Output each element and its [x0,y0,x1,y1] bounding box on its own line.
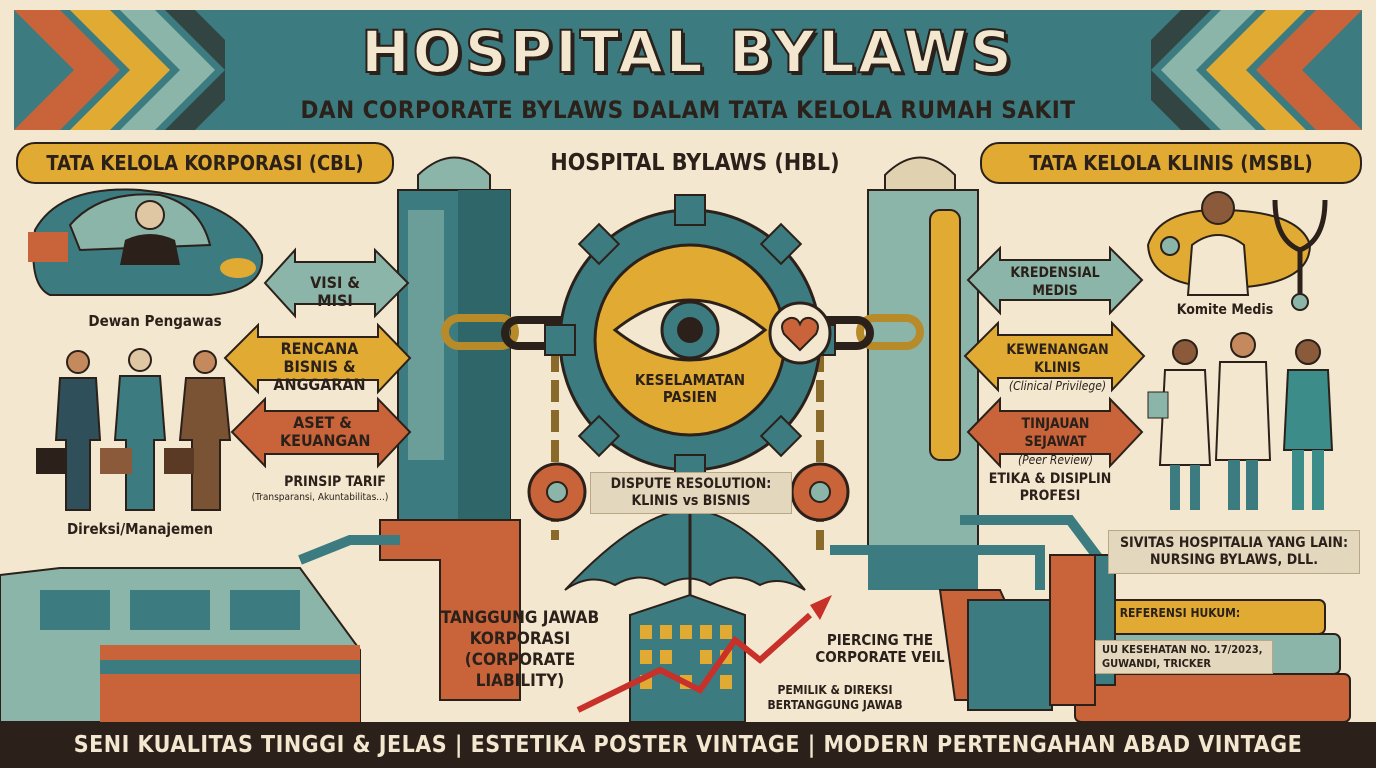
patient-safety-label: KESELAMATAN PASIEN [634,371,746,406]
left-arrow-shapes [223,247,412,469]
directors-group [36,348,232,511]
page-title: HOSPITAL BYLAWS [360,17,1015,87]
heart-icon [768,301,832,365]
ethics-label: ETIKA & DISIPLIN PROFESI [988,471,1112,504]
arrow-business-plan: RENCANA BISNIS & ANGGARAN [273,339,366,394]
dispute-resolution-box: DISPUTE RESOLUTION: KLINIS vs BISNIS [590,472,792,514]
right-pillar [867,156,1053,711]
doctor-figure [1186,191,1250,296]
arrow-credential: KREDENSIAL MEDIS [1010,265,1100,299]
board-label: Dewan Pengawas [88,312,222,330]
left-pillar [379,156,521,701]
tariff-note: (Transparansi, Akuntabilitas...) [251,492,389,503]
pipes [298,515,1104,590]
zigzag-arrow-icon [576,595,832,713]
header-band [14,10,1362,130]
right-chevrons-icon [1151,10,1362,130]
sivitas-box: SIVITAS HOSPITALIA YANG LAIN: NURSING BY… [1108,530,1360,574]
umbrella-icon [564,508,806,600]
left-chevrons-icon [14,10,225,130]
committee-label: Komite Medis [1176,302,1274,318]
book-stack-right-icon [1049,554,1116,706]
legal-reference-title: REFERENSI HUKUM: [1119,606,1241,620]
arrow-clinical-privilege: KEWENANGAN KLINIS(Clinical Privilege) [1006,342,1109,393]
msbl-heading: TATA KELOLA KLINIS (MSBL) [980,142,1362,184]
skyscraper-icon [629,593,746,723]
footer-banner: SENI KUALITAS TINGGI & JELAS | ESTETIKA … [0,722,1376,768]
eye-icon [612,298,768,362]
owners-liable-label: PEMILIK & DIREKSI BERTANGGUNG JAWAB [767,683,903,712]
piercing-veil-label: PIERCING THE CORPORATE VEIL [815,631,945,666]
page-subtitle: DAN CORPORATE BYLAWS DALAM TATA KELOLA R… [300,96,1076,124]
cbl-heading: TATA KELOLA KORPORASI (CBL) [16,142,394,184]
medical-staff-group [1147,332,1334,510]
arrow-vision-mission: VISI & MISI [310,273,360,310]
hbl-heading: HOSPITAL BYLAWS (HBL) [550,150,840,176]
arrow-peer-review: TINJAUAN SEJAWAT(Peer Review) [1017,416,1094,467]
directors-label: Direksi/Manajemen [66,520,214,538]
left-building [0,567,361,723]
board-member-car [28,188,264,296]
corporate-liability-label: TANGGUNG JAWAB KORPORASI (CORPORATE LIAB… [440,608,600,691]
tariff-principle: PRINSIP TARIF [284,474,386,490]
arrow-assets-finance: ASET & KEUANGAN [280,413,371,450]
legal-reference-text: UU KESEHATAN NO. 17/2023, GUWANDI, TRICK… [1095,640,1273,674]
right-arrow-shapes [963,245,1146,469]
